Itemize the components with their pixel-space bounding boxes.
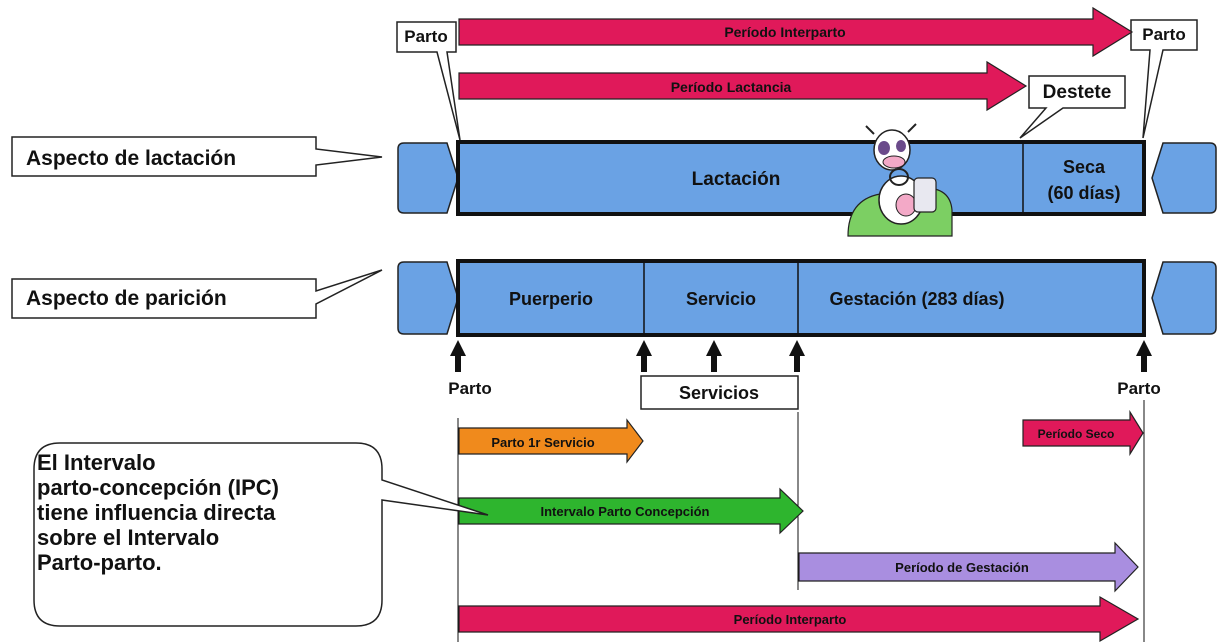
lactation-left-stub xyxy=(397,142,459,214)
lactation-dry-line1: Seca xyxy=(1063,157,1106,177)
periodo-seco-label: Período Seco xyxy=(1038,427,1115,441)
marker-parto-left: Parto xyxy=(448,379,491,398)
periodo-interparto-top-label: Período Interparto xyxy=(724,24,845,40)
up-arrow-parto-right xyxy=(1136,340,1152,372)
parto-left-callout xyxy=(396,21,461,141)
periodo-interparto-bottom-arrow xyxy=(458,595,1140,642)
lactation-dry-line2: (60 días) xyxy=(1047,183,1120,203)
periodo-lactancia-label: Período Lactancia xyxy=(671,79,792,95)
lactation-aspect-label: Aspecto de lactación xyxy=(26,147,236,170)
up-arrow-service-2 xyxy=(706,340,722,372)
ipc-callout-bubble xyxy=(33,442,489,627)
intervalo-parto-concepcion-label: Intervalo Parto Concepción xyxy=(540,504,709,519)
cow-milking-icon xyxy=(847,123,953,237)
parto-left-label: Parto xyxy=(404,27,447,46)
servicios-box xyxy=(640,375,799,410)
periodo-gestacion-arrow xyxy=(798,541,1139,593)
marker-parto-right: Parto xyxy=(1117,379,1160,398)
calving-right-stub xyxy=(1151,261,1217,335)
lactation-bar xyxy=(456,140,1146,216)
periodo-gestacion-label: Período de Gestación xyxy=(895,560,1029,575)
up-arrow-service-1 xyxy=(636,340,652,372)
lactation-main-label: Lactación xyxy=(692,169,781,190)
calving-left-stub xyxy=(397,261,459,335)
lactation-label-callout xyxy=(11,136,383,177)
periodo-lactancia-arrow xyxy=(458,60,1028,112)
callout-line-5: Parto-parto. xyxy=(37,550,162,575)
calving-servicio-label: Servicio xyxy=(686,289,756,309)
callout-line-2: parto-concepción (IPC) xyxy=(37,475,280,500)
parto-right-label: Parto xyxy=(1142,25,1185,44)
ipc-callout-text: El Intervalo parto-concepción (IPC) tien… xyxy=(37,450,377,575)
marker-servicios: Servicios xyxy=(679,383,759,403)
calving-aspect-label: Aspecto de parición xyxy=(26,287,227,310)
calving-label-callout xyxy=(11,269,383,319)
intervalo-parto-concepcion-arrow xyxy=(458,487,804,535)
parto-1r-servicio-arrow xyxy=(458,418,644,464)
up-arrow-parto-left xyxy=(450,340,466,372)
destete-callout xyxy=(1019,75,1126,139)
parto-1r-servicio-label: Parto 1r Servicio xyxy=(491,435,594,450)
calving-gestacion-label: Gestación (283 días) xyxy=(829,289,1004,309)
periodo-seco-arrow xyxy=(1022,409,1144,457)
destete-label: Destete xyxy=(1043,82,1112,103)
calving-bar xyxy=(456,259,1146,337)
up-arrow-service-3 xyxy=(789,340,805,372)
parto-right-callout xyxy=(1130,19,1198,139)
callout-line-3: tiene influencia directa xyxy=(37,500,276,525)
periodo-interparto-top-arrow xyxy=(458,6,1134,58)
calving-puerperio-label: Puerperio xyxy=(509,289,593,309)
lactation-right-stub xyxy=(1151,142,1217,214)
periodo-interparto-bottom-label: Período Interparto xyxy=(734,612,847,627)
callout-line-1: El Intervalo xyxy=(37,450,156,475)
callout-line-4: sobre el Intervalo xyxy=(37,525,220,550)
